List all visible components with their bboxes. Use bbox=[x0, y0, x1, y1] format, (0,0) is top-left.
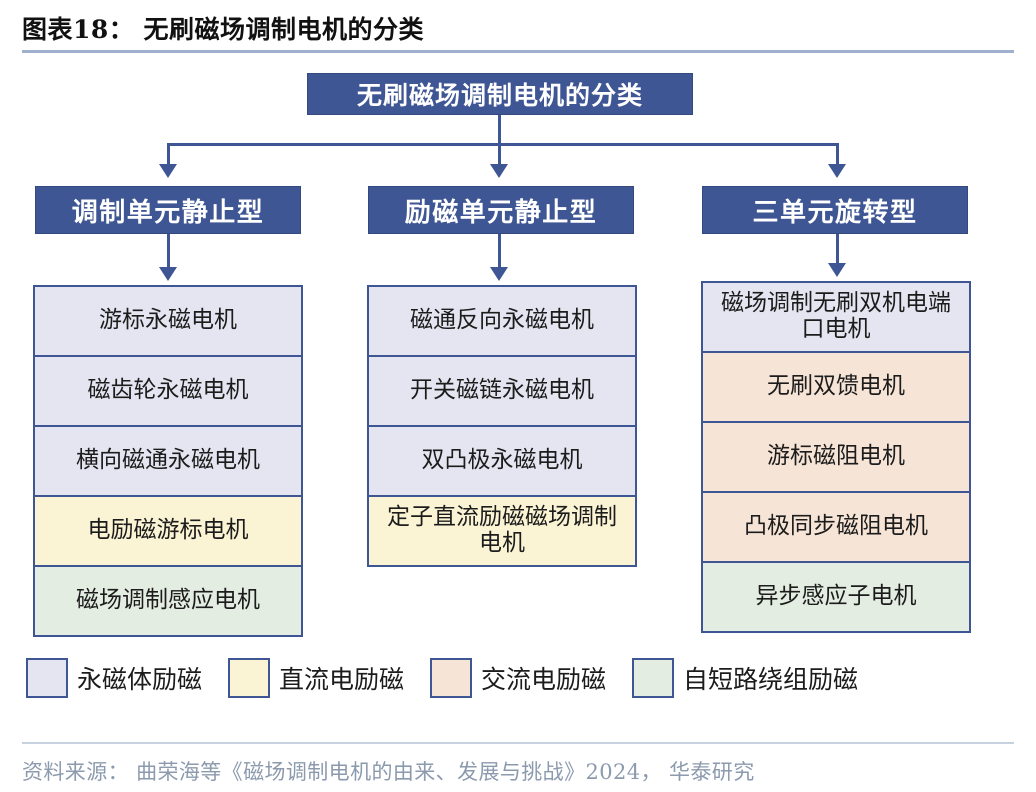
category-header-3: 三单元旋转型 bbox=[702, 186, 968, 234]
connector-branch-3 bbox=[836, 143, 839, 165]
list-item[interactable]: 异步感应子电机 bbox=[701, 561, 971, 633]
arrow-head-col-3 bbox=[828, 263, 846, 277]
list-item[interactable]: 磁齿轮永磁电机 bbox=[33, 355, 303, 427]
list-item[interactable]: 定子直流励磁磁场调制电机 bbox=[367, 495, 637, 567]
arrow-head-2 bbox=[490, 164, 508, 178]
category-header-1: 调制单元静止型 bbox=[35, 186, 301, 234]
arrow-head-col-2 bbox=[490, 267, 508, 281]
connector-branch-2 bbox=[498, 143, 501, 165]
legend-label: 永磁体励磁 bbox=[77, 665, 203, 694]
footer-divider bbox=[22, 742, 1014, 744]
legend-item-ac-excitation: 交流电励磁 bbox=[430, 658, 632, 698]
connector-root-stem bbox=[498, 115, 501, 145]
legend: 永磁体励磁 直流电励磁 交流电励磁 自短路绕组励磁 bbox=[26, 656, 1016, 700]
legend-swatch-dc-excitation bbox=[228, 658, 271, 698]
legend-item-dc-excitation: 直流电励磁 bbox=[228, 658, 430, 698]
arrow-head-3 bbox=[828, 164, 846, 178]
list-item[interactable]: 磁场调制无刷双机电端口电机 bbox=[701, 281, 971, 353]
arrow-head-1 bbox=[159, 164, 177, 178]
list-item[interactable]: 游标永磁电机 bbox=[33, 285, 303, 357]
category-column-1: 游标永磁电机 磁齿轮永磁电机 横向磁通永磁电机 电励磁游标电机 磁场调制感应电机 bbox=[33, 285, 303, 637]
list-item[interactable]: 电励磁游标电机 bbox=[33, 495, 303, 567]
list-item[interactable]: 磁通反向永磁电机 bbox=[367, 285, 637, 357]
category-column-3: 磁场调制无刷双机电端口电机 无刷双馈电机 游标磁阻电机 凸极同步磁阻电机 异步感… bbox=[701, 281, 971, 633]
legend-item-short-circuit: 自短路绕组励磁 bbox=[632, 658, 884, 698]
title-divider bbox=[22, 50, 1014, 53]
legend-label: 自短路绕组励磁 bbox=[683, 665, 859, 694]
legend-label: 交流电励磁 bbox=[481, 665, 607, 694]
connector-col-3 bbox=[836, 234, 839, 264]
root-node: 无刷磁场调制电机的分类 bbox=[307, 73, 693, 115]
list-item[interactable]: 开关磁链永磁电机 bbox=[367, 355, 637, 427]
source-note: 资料来源： 曲荣海等《磁场调制电机的由来、发展与挑战》2024， 华泰研究 bbox=[22, 760, 755, 784]
list-item[interactable]: 凸极同步磁阻电机 bbox=[701, 491, 971, 563]
list-item[interactable]: 磁场调制感应电机 bbox=[33, 565, 303, 637]
connector-col-1 bbox=[167, 234, 170, 268]
category-column-2: 磁通反向永磁电机 开关磁链永磁电机 双凸极永磁电机 定子直流励磁磁场调制电机 bbox=[367, 285, 637, 567]
legend-item-permanent-magnet: 永磁体励磁 bbox=[26, 658, 228, 698]
list-item[interactable]: 双凸极永磁电机 bbox=[367, 425, 637, 497]
legend-swatch-short-circuit bbox=[632, 658, 675, 698]
arrow-head-col-1 bbox=[159, 267, 177, 281]
connector-col-2 bbox=[498, 234, 501, 268]
list-item[interactable]: 横向磁通永磁电机 bbox=[33, 425, 303, 497]
legend-label: 直流电励磁 bbox=[279, 665, 405, 694]
connector-bus bbox=[167, 143, 839, 146]
legend-swatch-permanent-magnet bbox=[26, 658, 68, 698]
list-item[interactable]: 无刷双馈电机 bbox=[701, 351, 971, 423]
page-title: 图表18： 无刷磁场调制电机的分类 bbox=[22, 15, 424, 44]
category-header-2: 励磁单元静止型 bbox=[368, 186, 634, 234]
legend-swatch-ac-excitation bbox=[430, 658, 473, 698]
list-item[interactable]: 游标磁阻电机 bbox=[701, 421, 971, 493]
connector-branch-1 bbox=[167, 143, 170, 165]
